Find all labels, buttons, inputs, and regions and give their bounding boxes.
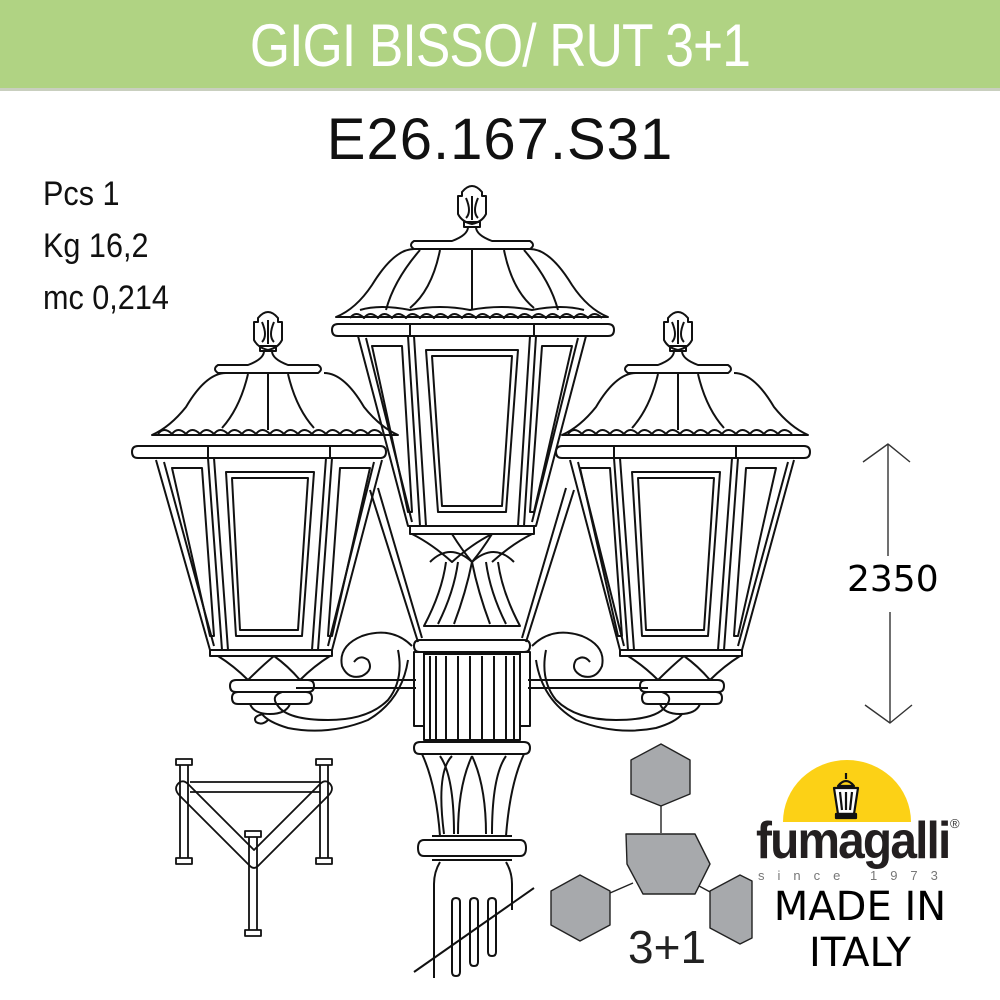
post-column-icon	[413, 639, 535, 978]
specs-block: Pcs 1 Kg 16,2 mc 0,214	[43, 168, 169, 324]
right-lantern-icon	[555, 311, 811, 715]
lamp-arms-icon	[261, 487, 683, 732]
pieces-spec: Pcs 1	[43, 175, 120, 213]
weight-spec: Kg 16,2	[43, 227, 149, 265]
volume-spec: mc 0,214	[43, 279, 169, 317]
configuration-label: 3+1	[628, 921, 707, 973]
hexagon-cluster-icon	[550, 743, 753, 945]
dimension-arrow-icon	[862, 443, 913, 724]
tripod-base-icon	[175, 758, 333, 937]
center-lantern-icon	[331, 185, 615, 627]
made-in-italy-label: MADE IN ITALY	[750, 884, 970, 976]
product-family-title: GIGI BISSO/ RUT 3+1	[249, 12, 751, 79]
brand-name: fumagalli	[756, 812, 951, 870]
brand-since-text: since 1973	[758, 868, 951, 883]
title-banner: GIGI BISSO/ RUT 3+1	[0, 0, 1000, 91]
brand-logo-icon	[783, 760, 911, 822]
left-lantern-icon	[131, 311, 399, 725]
product-code: E26.167.S31	[326, 107, 674, 172]
made-in-line: MADE IN	[773, 884, 947, 930]
height-dimension-label: 2350	[845, 558, 941, 602]
italy-line: ITALY	[809, 930, 911, 976]
registered-mark: ®	[950, 816, 960, 831]
